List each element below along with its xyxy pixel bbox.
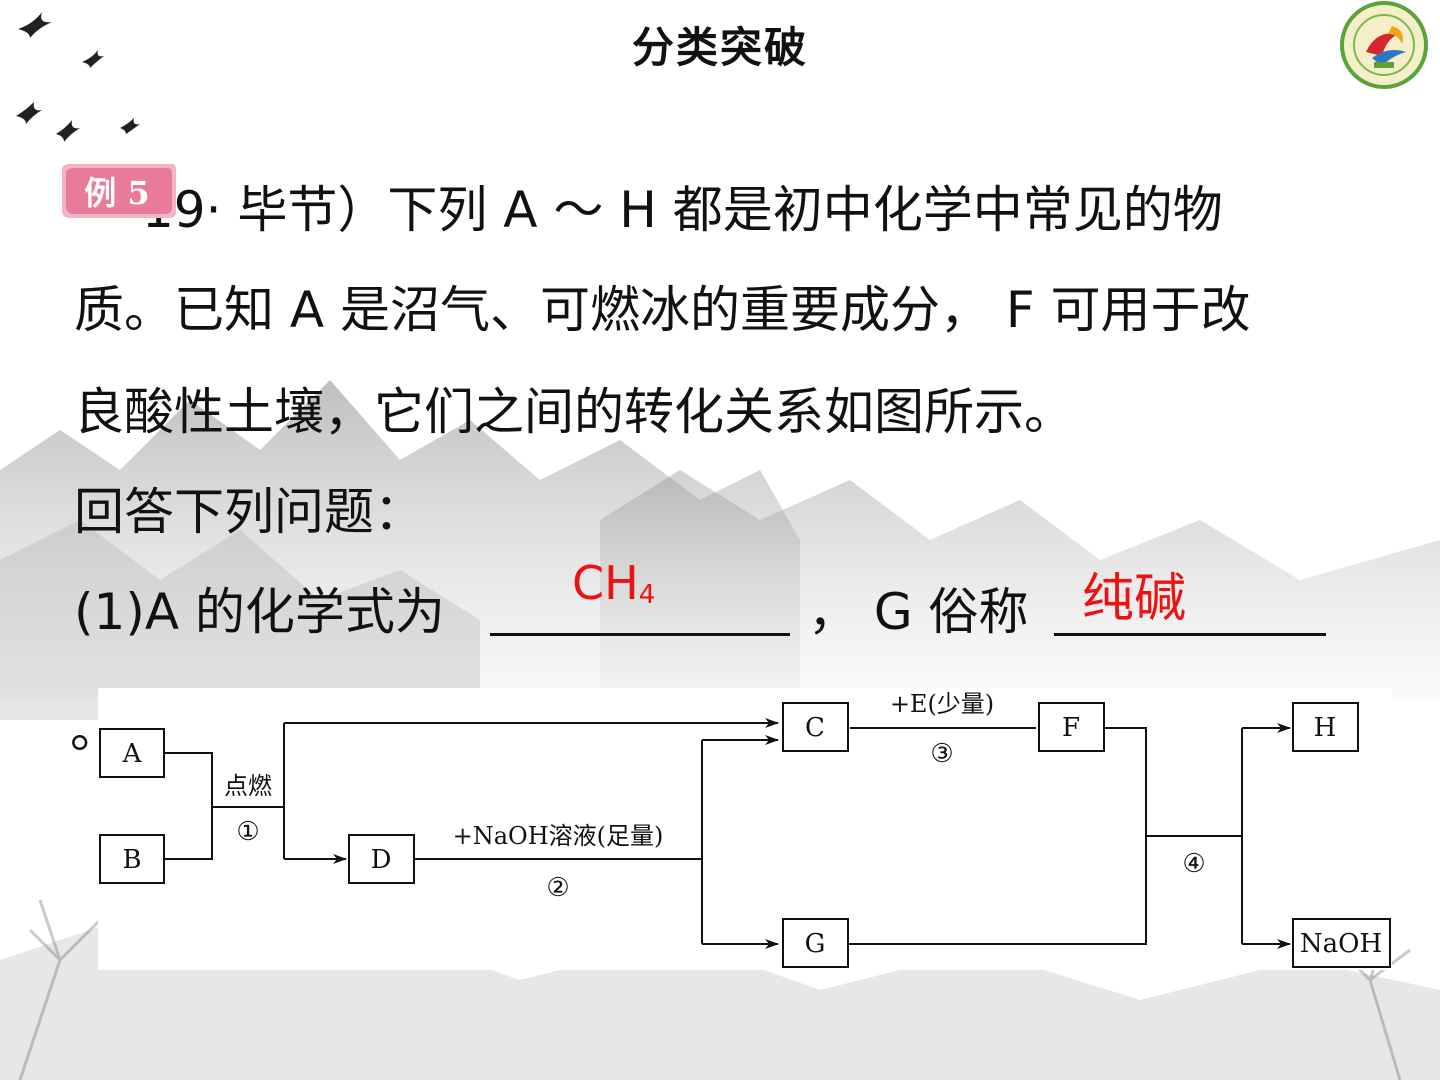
box-naoh: [1292, 918, 1391, 968]
box-f-label: F: [1062, 713, 1080, 743]
flying-birds-decoration: [16, 12, 140, 142]
question-line-3: 良酸性土壤，它们之间的转化关系如图所示。: [74, 383, 1074, 441]
school-logo: [1340, 1, 1428, 89]
example-badge-label: 例 5: [84, 174, 150, 212]
box-f: [1038, 702, 1105, 752]
conversion-diagram: A B D C F G H NaOH 点燃 ① +NaOH溶液(足量) ② +E…: [98, 688, 1392, 970]
question-line-2: 质。已知 A 是沼气、可燃冰的重要成分， F 可用于改: [74, 281, 1251, 339]
answer-formula-main: CH: [572, 556, 639, 610]
box-g: [782, 918, 849, 968]
box-b: [99, 834, 165, 884]
box-h: [1292, 702, 1359, 752]
question-line-4: 回答下列问题：: [74, 483, 424, 541]
box-naoh-label: NaOH: [1300, 929, 1382, 959]
step-2-condition: +NaOH溶液(足量): [453, 822, 664, 850]
step-1-number: ①: [236, 817, 259, 847]
answer-blank-formula: [490, 633, 790, 636]
answer-formula-subscript: 4: [638, 580, 656, 610]
box-c: [782, 702, 849, 752]
box-a: [99, 728, 165, 778]
answer-blank-common-name: [1054, 633, 1326, 636]
step-4-number: ④: [1182, 849, 1205, 879]
example-badge: 例 5: [56, 162, 178, 220]
box-c-label: C: [805, 713, 825, 743]
page-title: 分类突破: [631, 23, 808, 72]
box-h-label: H: [1314, 713, 1337, 743]
box-g-label: G: [805, 929, 826, 959]
step-1-condition: 点燃: [224, 772, 272, 800]
box-b-label: B: [122, 845, 141, 875]
box-d-label: D: [371, 845, 392, 875]
question-1-prefix: (1)A 的化学式为: [74, 583, 445, 641]
answer-common-name: 纯碱: [1082, 569, 1187, 629]
step-3-condition: +E(少量): [890, 690, 994, 718]
question-line-1: 19· 毕节）下列 A ～ H 都是初中化学中常见的物: [142, 181, 1223, 239]
box-d: [348, 834, 415, 884]
box-a-label: A: [122, 739, 143, 769]
answer-formula: CH4: [572, 556, 655, 610]
step-2-number: ②: [546, 873, 569, 903]
step-3-number: ③: [930, 739, 953, 769]
question-1-middle: ， G 俗称: [808, 583, 1029, 641]
